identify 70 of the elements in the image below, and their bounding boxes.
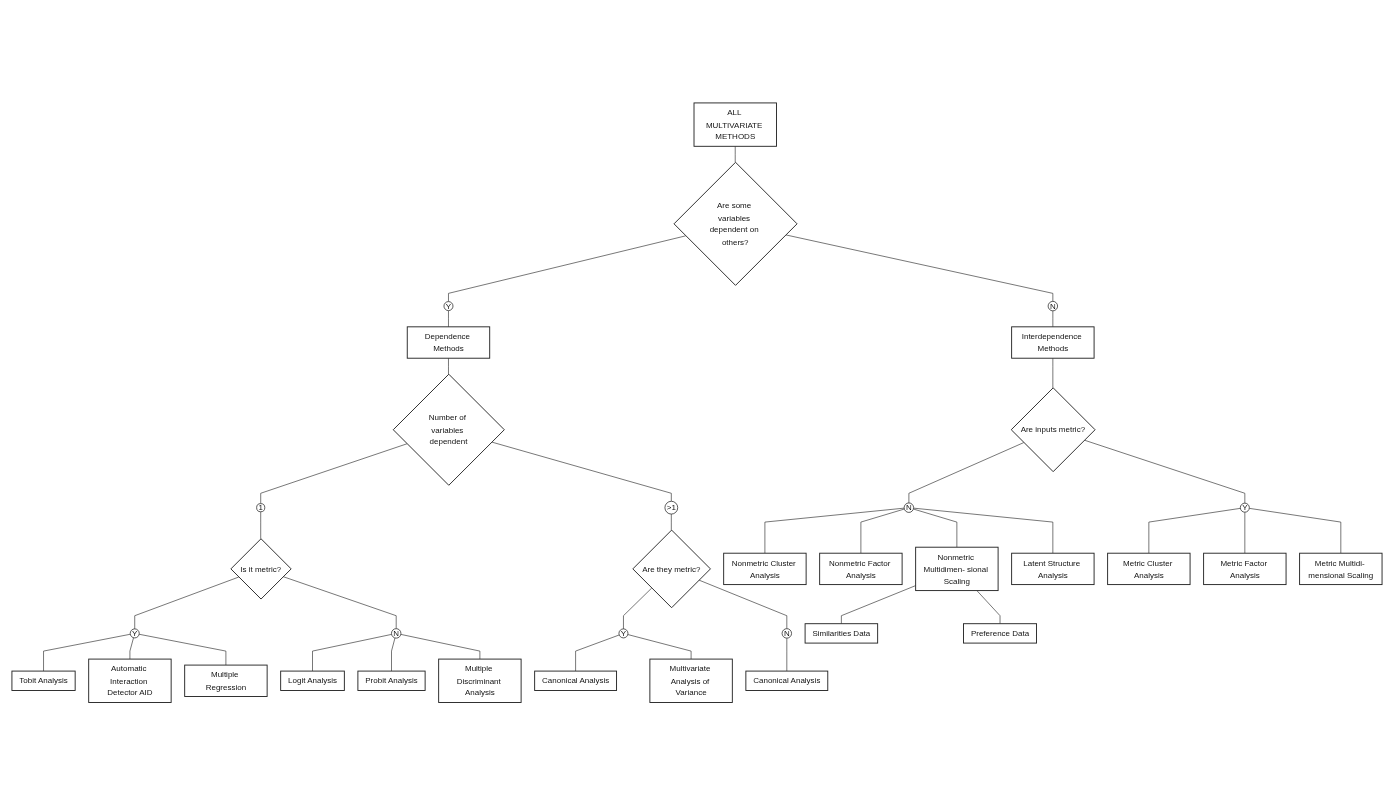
connector (138, 633, 226, 666)
node-circle: N (1047, 300, 1058, 311)
node-box: Nonmetric Cluster Analysis (722, 552, 807, 585)
node-circle: Y (618, 628, 628, 639)
connector (133, 576, 239, 629)
node-circle: Y (1239, 502, 1250, 513)
connector (912, 507, 1053, 554)
node-box: Multiple Regression (183, 664, 268, 697)
node-circle: N (390, 628, 401, 639)
connector (698, 579, 787, 629)
node-box: Multivariate Analysis of Variance (648, 658, 733, 703)
node-diamond: Number of variables dependent (392, 373, 505, 486)
connector (1148, 507, 1241, 554)
connector (670, 513, 672, 531)
node-circle: N (903, 502, 914, 513)
connector (627, 634, 691, 660)
connector (447, 235, 686, 302)
connector (42, 633, 131, 672)
connector (447, 357, 449, 375)
connector (764, 507, 904, 554)
connector (786, 637, 787, 672)
connector (840, 585, 916, 624)
connector (490, 441, 672, 502)
node-box: Nonmetric Factor Analysis (818, 552, 903, 585)
node-circle: N (781, 628, 792, 639)
node-box: Automatic Interaction Detector AID (87, 658, 172, 703)
connector (129, 637, 134, 660)
node-box: ALL MULTIVARIATE METHODS (693, 102, 777, 147)
node-diamond: Are inputs metric? (1010, 387, 1096, 472)
connector (976, 590, 1000, 624)
connector (734, 145, 736, 163)
node-box: Metric Factor Analysis (1202, 552, 1287, 585)
node-circle: >1 (664, 500, 678, 515)
node-circle: 1 (255, 503, 265, 512)
node-box: Interdependence Methods (1010, 326, 1095, 359)
connector (912, 508, 957, 548)
node-box: Metric Cluster Analysis (1106, 552, 1191, 585)
node-box: Probit Analysis (356, 670, 426, 691)
node-box: Metric Multidi- mensional Scaling (1298, 552, 1382, 585)
connector (259, 443, 407, 504)
connector (1052, 310, 1053, 327)
connector (1052, 357, 1053, 388)
node-box: Logit Analysis (279, 670, 345, 691)
node-circle: Y (443, 301, 453, 311)
connector (784, 234, 1053, 302)
connector (908, 442, 1024, 504)
connector (390, 637, 395, 672)
node-circle: Y (129, 628, 140, 639)
connector (622, 587, 652, 629)
node-box: Similarities Data (804, 623, 878, 644)
connector (1244, 511, 1245, 554)
connector (574, 634, 620, 672)
node-box: Dependence Methods (406, 326, 490, 359)
node-box: Canonical Analysis (744, 670, 828, 691)
node-diamond: Are they metric? (631, 529, 711, 608)
node-box: Preference Data (962, 623, 1037, 644)
node-box: Latent Structure Analysis (1010, 552, 1095, 585)
node-box: Nonmetric Multidimen- sional Scaling (914, 546, 999, 591)
connector (1248, 507, 1341, 554)
connector (259, 511, 261, 539)
node-diamond: Is it metric? (229, 538, 292, 600)
connector (282, 576, 396, 629)
connector (311, 633, 392, 672)
node-diamond: Are some variables dependent on others? (673, 161, 798, 286)
connector (400, 633, 480, 660)
node-box: Canonical Analysis (533, 670, 617, 691)
connector (1083, 439, 1245, 504)
connector (447, 310, 449, 327)
node-box: Tobit Analysis (10, 670, 76, 691)
node-box: Multiple Discriminant Analysis (437, 658, 522, 703)
